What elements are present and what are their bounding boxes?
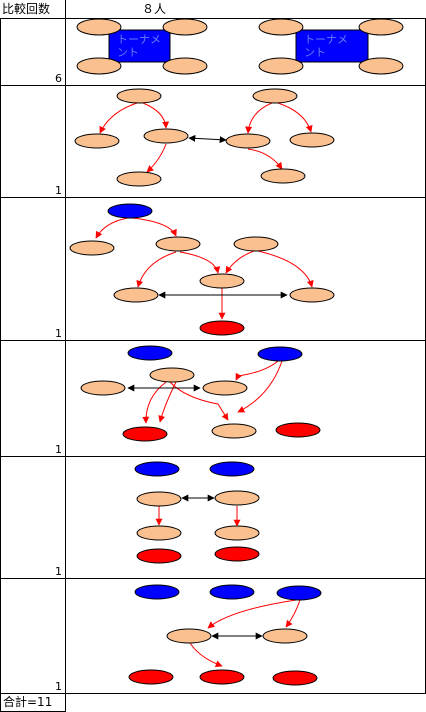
- row-1-diagram: [66, 19, 426, 86]
- row-3-count-cell: 1: [0, 198, 66, 341]
- row-2-count: 1: [55, 184, 62, 197]
- row-1-count: 6: [55, 72, 62, 85]
- row-4-count-cell: 1: [0, 341, 66, 457]
- row-2-count-cell: 1: [0, 86, 66, 198]
- row-4-diagram: [66, 341, 426, 457]
- row-2-diagram: [66, 86, 426, 198]
- row-6-count: 1: [55, 680, 62, 693]
- header-people: ８人: [66, 0, 426, 19]
- row-3-count: 1: [55, 327, 62, 340]
- row-5-diagram: [66, 457, 426, 579]
- row-6-count-cell: 1: [0, 579, 66, 694]
- row-4-count: 1: [55, 443, 62, 456]
- footer-total: 合計=11: [0, 694, 66, 712]
- row-1-count-cell: 6: [0, 19, 66, 86]
- row-3-diagram: [66, 198, 426, 341]
- row-6-diagram: [66, 579, 426, 694]
- header-compare-count: 比較回数: [0, 0, 66, 19]
- row-5-count-cell: 1: [0, 457, 66, 579]
- people-count-label: ８人: [142, 2, 167, 16]
- row-5-count: 1: [55, 565, 62, 578]
